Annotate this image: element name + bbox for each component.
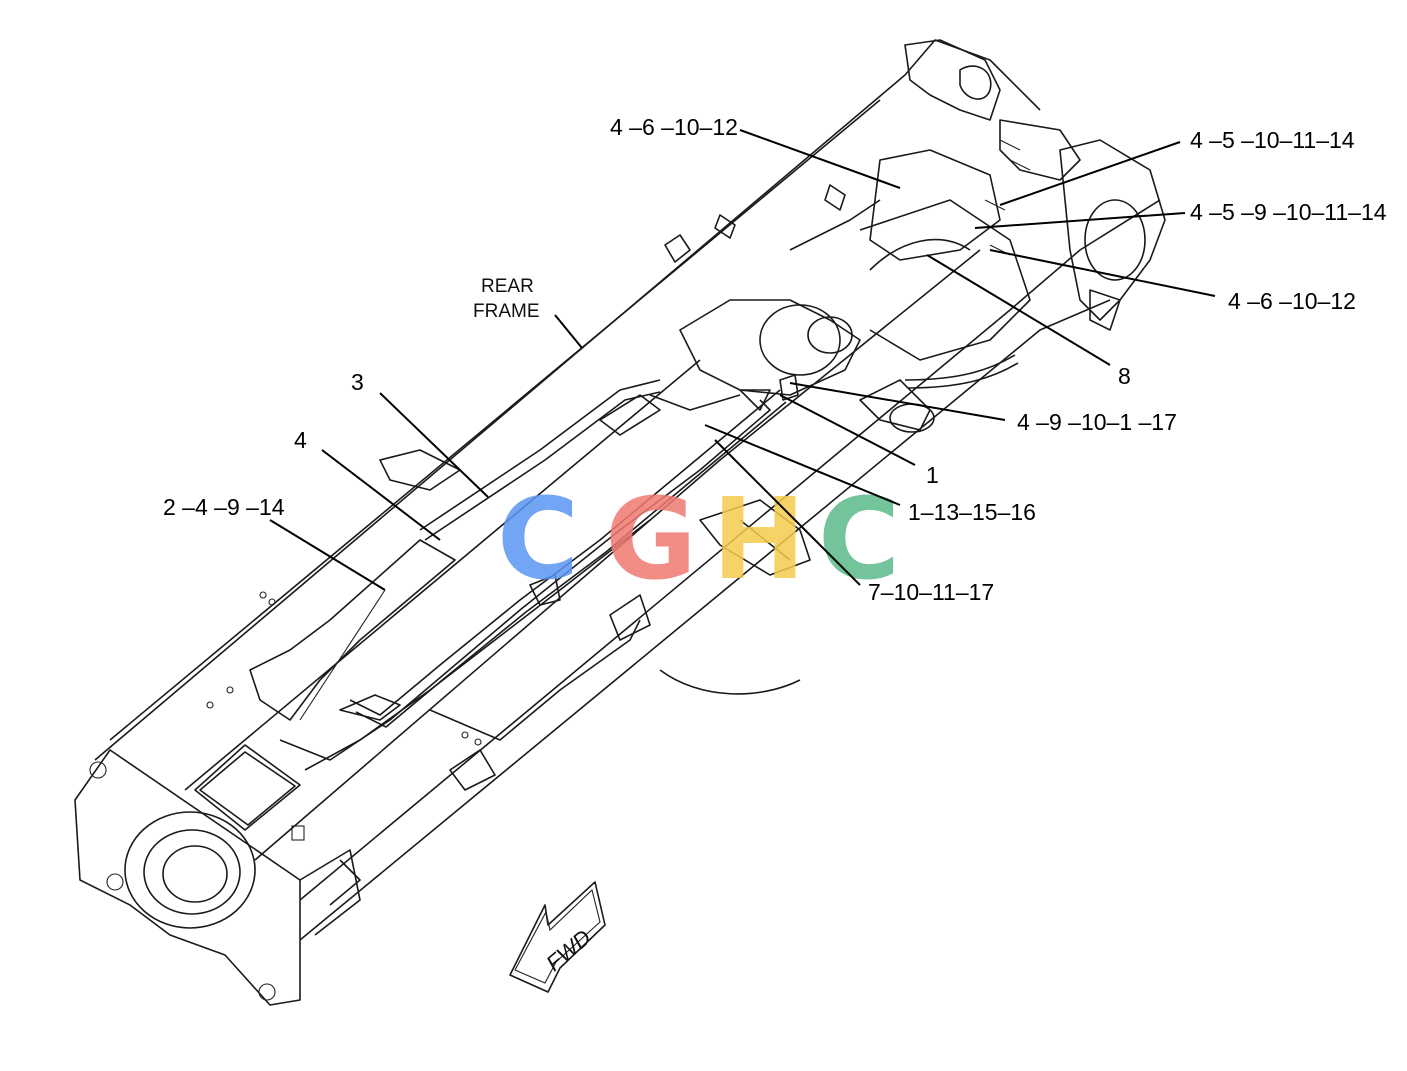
leader-c9 xyxy=(714,439,861,586)
callout-c12: 2 –4 –9 –14 xyxy=(163,494,285,520)
callout-c11: 4 xyxy=(294,427,307,453)
callout-c6: 4 –9 –10–1 –17 xyxy=(1017,409,1177,435)
callout-c10: 3 xyxy=(351,369,364,395)
rear-frame-body xyxy=(74,39,1166,1006)
callout-c5: 8 xyxy=(1118,363,1131,389)
forward-arrow-icon: FWD xyxy=(509,881,606,993)
callout-c7: 1 xyxy=(926,462,939,488)
leader-c8 xyxy=(704,424,901,506)
frame-label-line2: FRAME xyxy=(473,301,540,322)
leader-c12 xyxy=(269,519,386,591)
watermark: C G H C xyxy=(497,475,900,605)
callout-c8: 1–13–15–16 xyxy=(908,499,1036,525)
leader-c7 xyxy=(779,394,916,466)
leader-c4 xyxy=(989,249,1216,297)
callout-c9: 7–10–11–17 xyxy=(868,579,994,605)
callout-c3: 4 –5 –9 –10–11–14 xyxy=(1190,199,1387,225)
callout-c2: 4 –5 –10–11–14 xyxy=(1190,127,1355,153)
leader-c2 xyxy=(999,141,1181,206)
callout-c1: 4 –6 –10–12 xyxy=(610,114,738,140)
leader-lines xyxy=(269,129,1216,721)
leader-c5 xyxy=(926,254,1111,366)
watermark-letter-2: G xyxy=(605,475,697,605)
leader-c10 xyxy=(379,392,489,498)
leader-c3 xyxy=(974,212,1186,229)
callout-c4: 4 –6 –10–12 xyxy=(1228,288,1356,314)
leader-frame xyxy=(554,314,583,349)
watermark-letter-3: H xyxy=(712,475,806,605)
leader-c1 xyxy=(739,129,901,189)
leader-c6 xyxy=(789,382,1006,421)
watermark-letter-1: C xyxy=(497,475,579,605)
forward-label: FWD xyxy=(541,925,596,976)
leader-c11 xyxy=(321,449,441,541)
callouts: 4 –6 –10–12 4 –5 –10–11–14 4 –5 –9 –10–1… xyxy=(163,114,1387,605)
frame-label-line1: REAR xyxy=(481,276,534,297)
